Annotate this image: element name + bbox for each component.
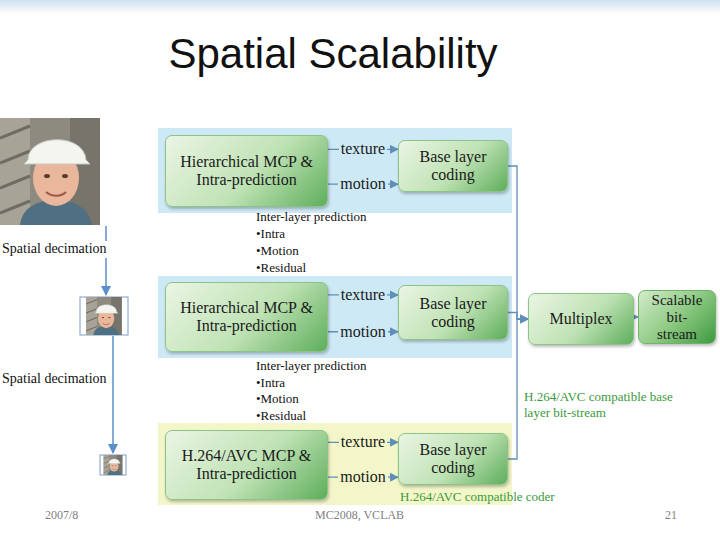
side-label: Spatial decimation xyxy=(2,371,109,388)
face-photo xyxy=(86,297,122,335)
node-text: Base layer coding xyxy=(407,295,499,331)
decimation-arrow xyxy=(105,226,107,295)
side-label: Spatial decimation xyxy=(2,241,109,258)
node-text: Scalable bit-stream xyxy=(647,292,707,343)
node-text: Base layer coding xyxy=(407,148,499,184)
node-text: Hierarchical MCP & Intra-prediction xyxy=(174,299,319,335)
footer-source: MC2008, VCLAB xyxy=(315,508,404,522)
edge-label: motion xyxy=(338,175,387,193)
coding-box: Base layer coding xyxy=(398,433,508,485)
edge-label: texture xyxy=(339,286,387,304)
node-text: Base layer coding xyxy=(407,441,499,477)
photo-frame xyxy=(80,297,128,335)
slide-title: Spatial Scalability xyxy=(0,30,666,78)
process-box: H.264/AVC MCP & Intra-prediction xyxy=(165,430,328,500)
process-box: Hierarchical MCP & Intra-prediction xyxy=(165,135,328,207)
node-text: Multiplex xyxy=(549,310,612,328)
note: H.264/AVC compatible coder xyxy=(400,489,555,505)
multiplex-box: Multiplex xyxy=(528,293,634,345)
top-bar xyxy=(0,0,720,14)
annotation: •Motion xyxy=(256,391,299,407)
node-text: H.264/AVC MCP & Intra-prediction xyxy=(174,447,319,483)
annotation: •Intra xyxy=(256,375,285,391)
annotation: •Residual xyxy=(256,260,306,276)
edge-label: motion xyxy=(338,323,387,341)
face-photo xyxy=(0,118,100,225)
annotation: •Intra xyxy=(256,226,285,242)
layer-band xyxy=(158,128,512,213)
photo-frame xyxy=(100,455,126,475)
annotation: Inter-layer prediction xyxy=(256,358,367,374)
annotation: •Motion xyxy=(256,243,299,259)
face-photo xyxy=(104,455,123,475)
output-box: Scalable bit-stream xyxy=(638,290,716,344)
page-number: 21 xyxy=(665,508,677,522)
connector xyxy=(508,313,528,320)
footer-date: 2007/8 xyxy=(45,508,78,522)
node-text: Hierarchical MCP & Intra-prediction xyxy=(174,153,319,189)
edge-label: motion xyxy=(338,468,387,486)
annotation: Inter-layer prediction xyxy=(256,209,367,225)
connector xyxy=(508,166,528,319)
layer-band xyxy=(158,276,512,358)
note: H.264/AVC compatible base layer bit-stre… xyxy=(524,389,700,420)
edge-label: texture xyxy=(339,140,387,158)
annotation: •Residual xyxy=(256,408,306,424)
coding-box: Base layer coding xyxy=(398,140,508,192)
coding-box: Base layer coding xyxy=(398,285,508,340)
decimation-arrow xyxy=(112,336,114,453)
edge-label: texture xyxy=(339,433,387,451)
process-box: Hierarchical MCP & Intra-prediction xyxy=(165,282,328,352)
